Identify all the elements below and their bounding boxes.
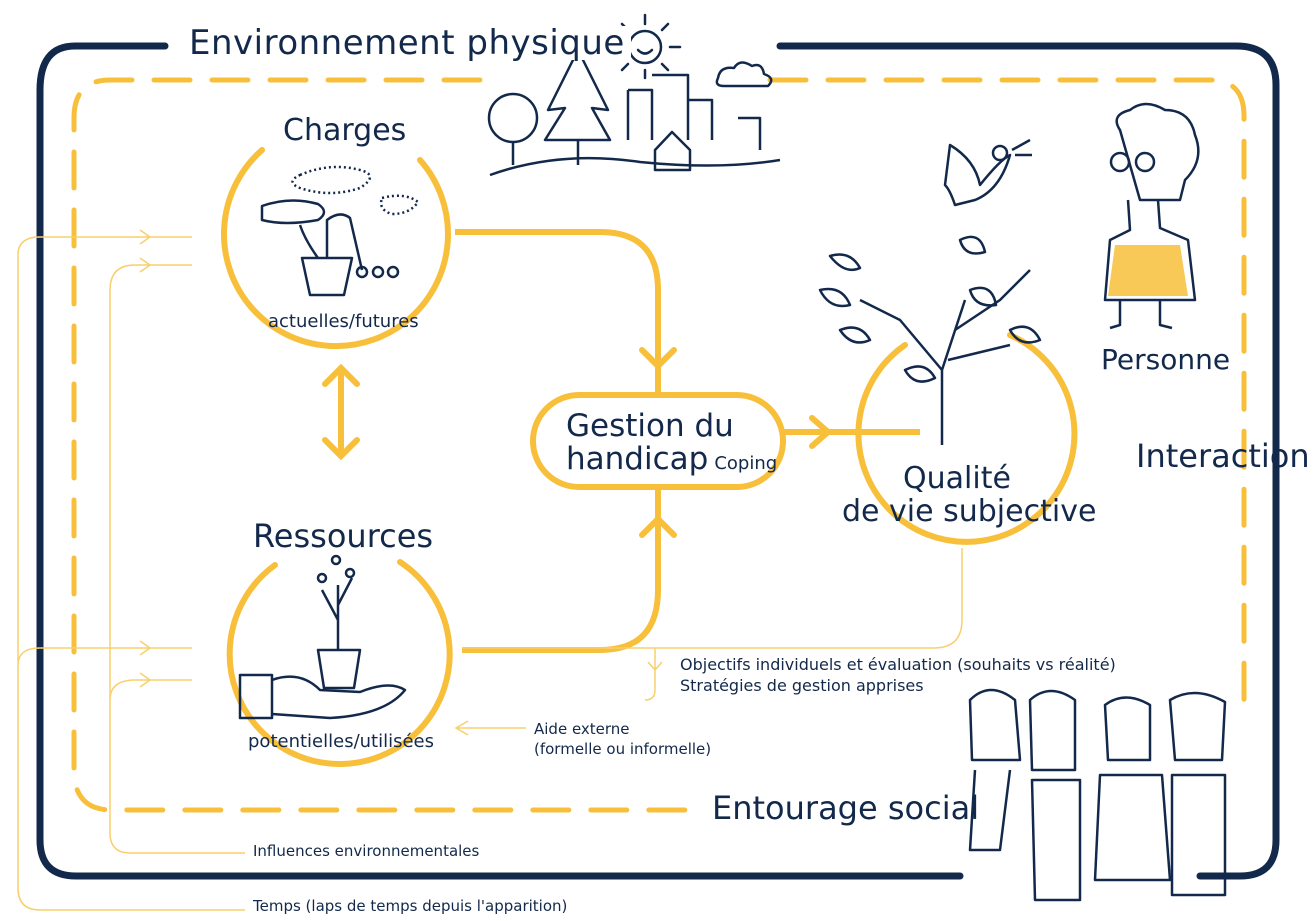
charges-arrow [639,347,677,371]
qualite-line2: de vie subjective [842,494,1097,529]
landscape-icon [487,48,781,177]
charges-subtitle: actuelles/futures [268,311,419,332]
aide-line2: (formelle ou informelle) [534,739,712,758]
qualite-label: Qualité de vie subjective [842,461,1097,529]
entourage-label: Entourage social [712,789,980,827]
charges-circle [221,147,451,350]
gestion-coping: Coping [714,452,778,474]
tree-icon [818,235,1042,445]
gestion-arrow [809,415,833,449]
personne-label: Personne [1101,343,1231,376]
ressources-circle [226,559,453,767]
charges-title: Charges [283,113,407,148]
interaction-label: Interaction [1136,437,1310,475]
temps-note: Temps (laps de temps depuis l'apparition… [253,897,568,915]
aide-line [454,720,526,736]
feedback-line [462,548,963,649]
influences-note: Influences environnementales [253,842,480,860]
aide-note: Aide externe (formelle ou informelle) [534,720,711,759]
outer-frame [36,42,1280,880]
ressources-title: Ressources [253,517,434,555]
temps-line [17,229,245,911]
objectifs-line1: Objectifs individuels et évaluation (sou… [680,655,1116,674]
dashed-frame [71,77,1247,813]
gestion-line1: Gestion du [566,408,734,444]
gestion-line2: handicap [566,440,709,477]
influences-line [109,257,245,854]
aide-line1: Aide externe [534,720,630,738]
hand-plant-icon [238,554,407,720]
objectifs-line2: Stratégies de gestion apprises [680,675,924,695]
qualite-line1: Qualité [903,461,1011,496]
qualite-circle [855,332,1078,545]
bird-icon [943,138,1032,207]
environment-title: Environnement physique [183,26,631,60]
person-dress [1108,245,1188,296]
ressources-arrow [639,514,677,538]
person-icon [1103,102,1200,330]
double-arrow [322,363,360,461]
ressources-subtitle: potentielles/utilisées [248,731,435,752]
objectifs-note: Objectifs individuels et évaluation (sou… [680,655,1116,697]
charges-to-gestion [455,229,661,395]
objectifs-bracket [644,648,663,701]
plant-pot-icon [260,165,420,297]
group-people-icon [968,688,1227,902]
ressources-to-gestion [462,487,661,653]
